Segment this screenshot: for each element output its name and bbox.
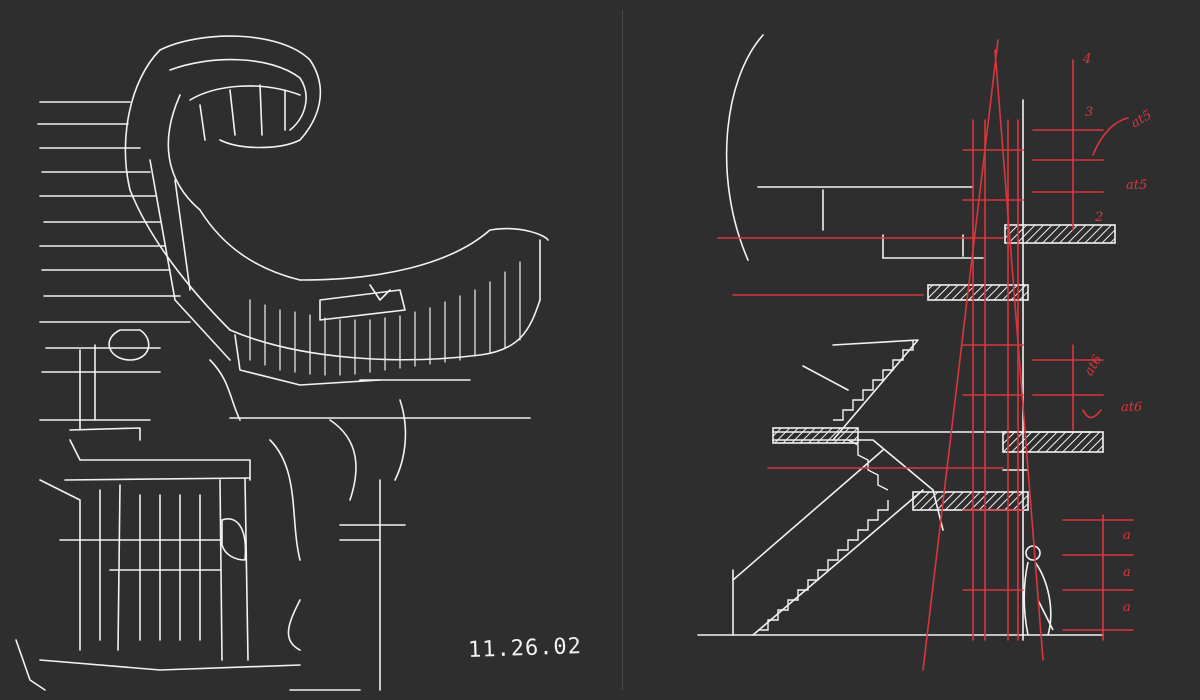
annotation-2: 2 (1095, 210, 1104, 225)
annotation-at6-lower: at6 (1121, 400, 1143, 415)
spiral-stair-perspective (15, 35, 549, 691)
human-figure (1023, 545, 1054, 636)
annotation-a-1: a (1123, 528, 1131, 543)
stair-curl (124, 35, 322, 361)
background-lines (37, 101, 531, 421)
section-white-lines (697, 34, 1104, 641)
stair-sweep (229, 227, 549, 386)
sketch-date: 11.26.02 (467, 634, 583, 663)
right-sketch: 4 3 2 at5 at5 at6 at6 a a a (623, 0, 1200, 700)
annotation-at5-lower: at5 (1126, 178, 1148, 193)
lower-building (15, 329, 407, 691)
section-red-lines (717, 39, 1134, 671)
annotation-a-3: a (1123, 600, 1131, 615)
stair-section (697, 34, 1134, 671)
sheet-divider (622, 10, 623, 690)
stair-treads (758, 340, 914, 631)
annotation-a-2: a (1123, 565, 1131, 580)
left-sketch: 11.26.02 (15, 35, 583, 691)
annotation-4: 4 (1083, 52, 1092, 67)
floor-slabs (772, 224, 1116, 511)
annotation-3: 3 (1085, 105, 1094, 120)
